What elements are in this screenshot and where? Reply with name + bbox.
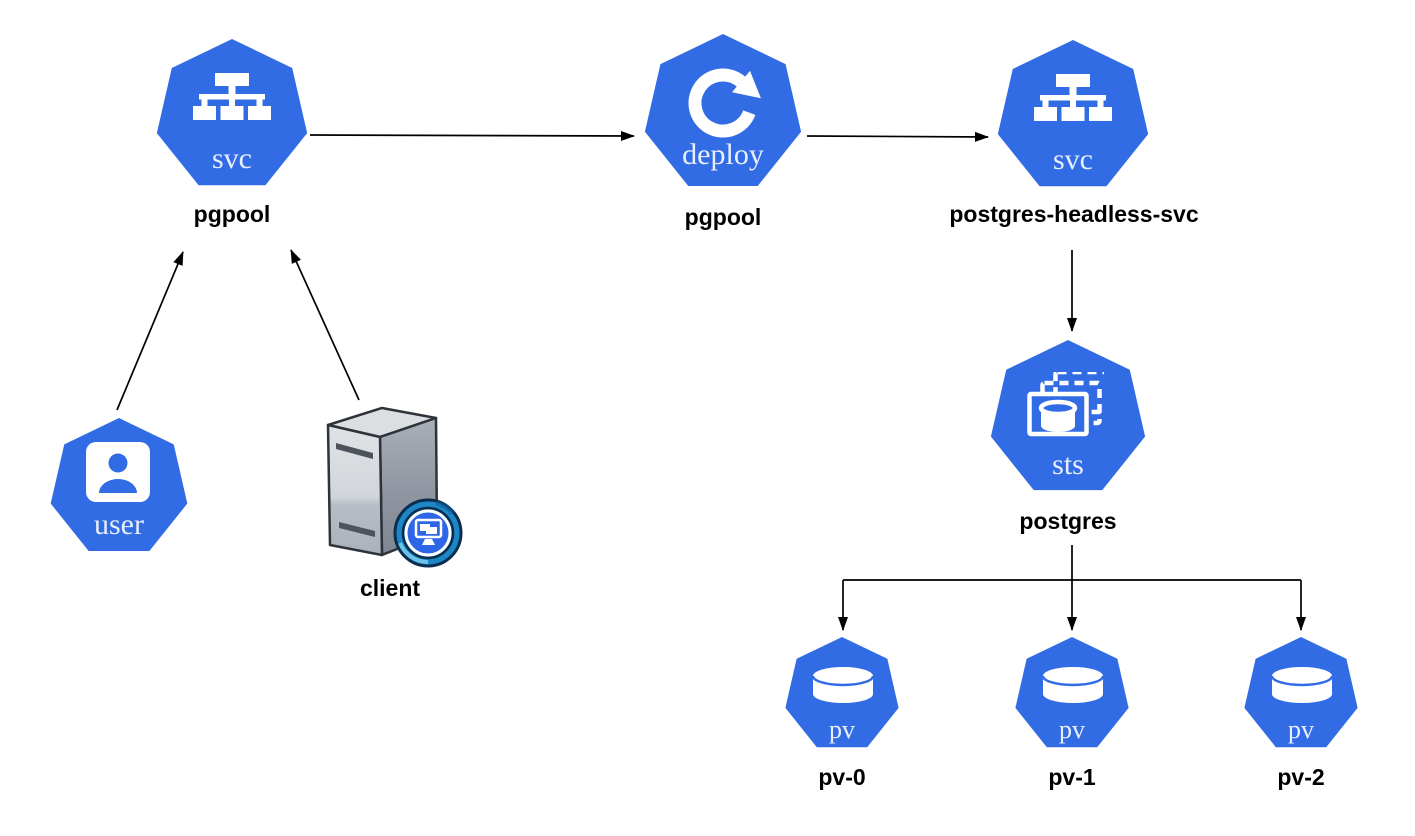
edge-client-to-pgpool-svc[interactable] bbox=[290, 249, 360, 401]
node-pv-0[interactable]: pv bbox=[784, 637, 900, 753]
edge-deploy-to-headless-svc[interactable] bbox=[806, 131, 989, 142]
node-postgres-headless-svc[interactable]: svc bbox=[996, 40, 1150, 194]
node-name-pgpool-deploy: pgpool bbox=[684, 204, 762, 230]
node-pgpool-deploy[interactable]: deploy bbox=[643, 34, 803, 194]
node-name-pv-2: pv-2 bbox=[1277, 764, 1325, 790]
node-name-postgres-headless-svc: postgres-headless-svc bbox=[949, 201, 1199, 227]
node-pv-2[interactable]: pv bbox=[1243, 637, 1359, 753]
statefulset-icon bbox=[1027, 372, 1104, 437]
node-pgpool-svc[interactable]: svc bbox=[155, 39, 309, 193]
k8s-heptagon bbox=[644, 34, 802, 186]
persistent-volume-icon bbox=[811, 667, 875, 703]
service-icon bbox=[193, 73, 271, 120]
node-name-pgpool-svc: pgpool bbox=[193, 201, 271, 227]
resource-kind-label: svc bbox=[212, 142, 252, 175]
node-name-postgres-sts: postgres bbox=[1019, 508, 1117, 534]
node-name-pv-1: pv-1 bbox=[1048, 764, 1096, 790]
resource-kind-label: pv bbox=[829, 715, 855, 744]
persistent-volume-icon bbox=[1270, 667, 1334, 703]
node-pv-1[interactable]: pv bbox=[1014, 637, 1130, 753]
resource-kind-label: sts bbox=[1052, 448, 1084, 481]
edge-user-to-pgpool-svc[interactable] bbox=[116, 251, 184, 411]
service-icon bbox=[1034, 74, 1112, 121]
server-tower-icon bbox=[326, 406, 463, 568]
persistent-volume-icon bbox=[1041, 667, 1105, 703]
edge-pgpool-svc-to-deploy[interactable] bbox=[309, 130, 635, 141]
user-icon bbox=[86, 442, 150, 502]
network-globe-badge bbox=[393, 498, 463, 568]
resource-kind-label: pv bbox=[1059, 715, 1085, 744]
node-postgres-sts[interactable]: sts bbox=[989, 340, 1147, 498]
node-name-pv-0: pv-0 bbox=[818, 764, 866, 790]
node-user[interactable]: user bbox=[49, 418, 189, 558]
resource-kind-label: user bbox=[94, 508, 144, 541]
node-client[interactable] bbox=[318, 403, 468, 568]
resource-kind-label: deploy bbox=[682, 138, 764, 171]
resource-kind-label: svc bbox=[1053, 143, 1093, 176]
node-name-client: client bbox=[359, 575, 421, 601]
resource-kind-label: pv bbox=[1288, 715, 1314, 744]
deploy-icon bbox=[688, 68, 761, 138]
